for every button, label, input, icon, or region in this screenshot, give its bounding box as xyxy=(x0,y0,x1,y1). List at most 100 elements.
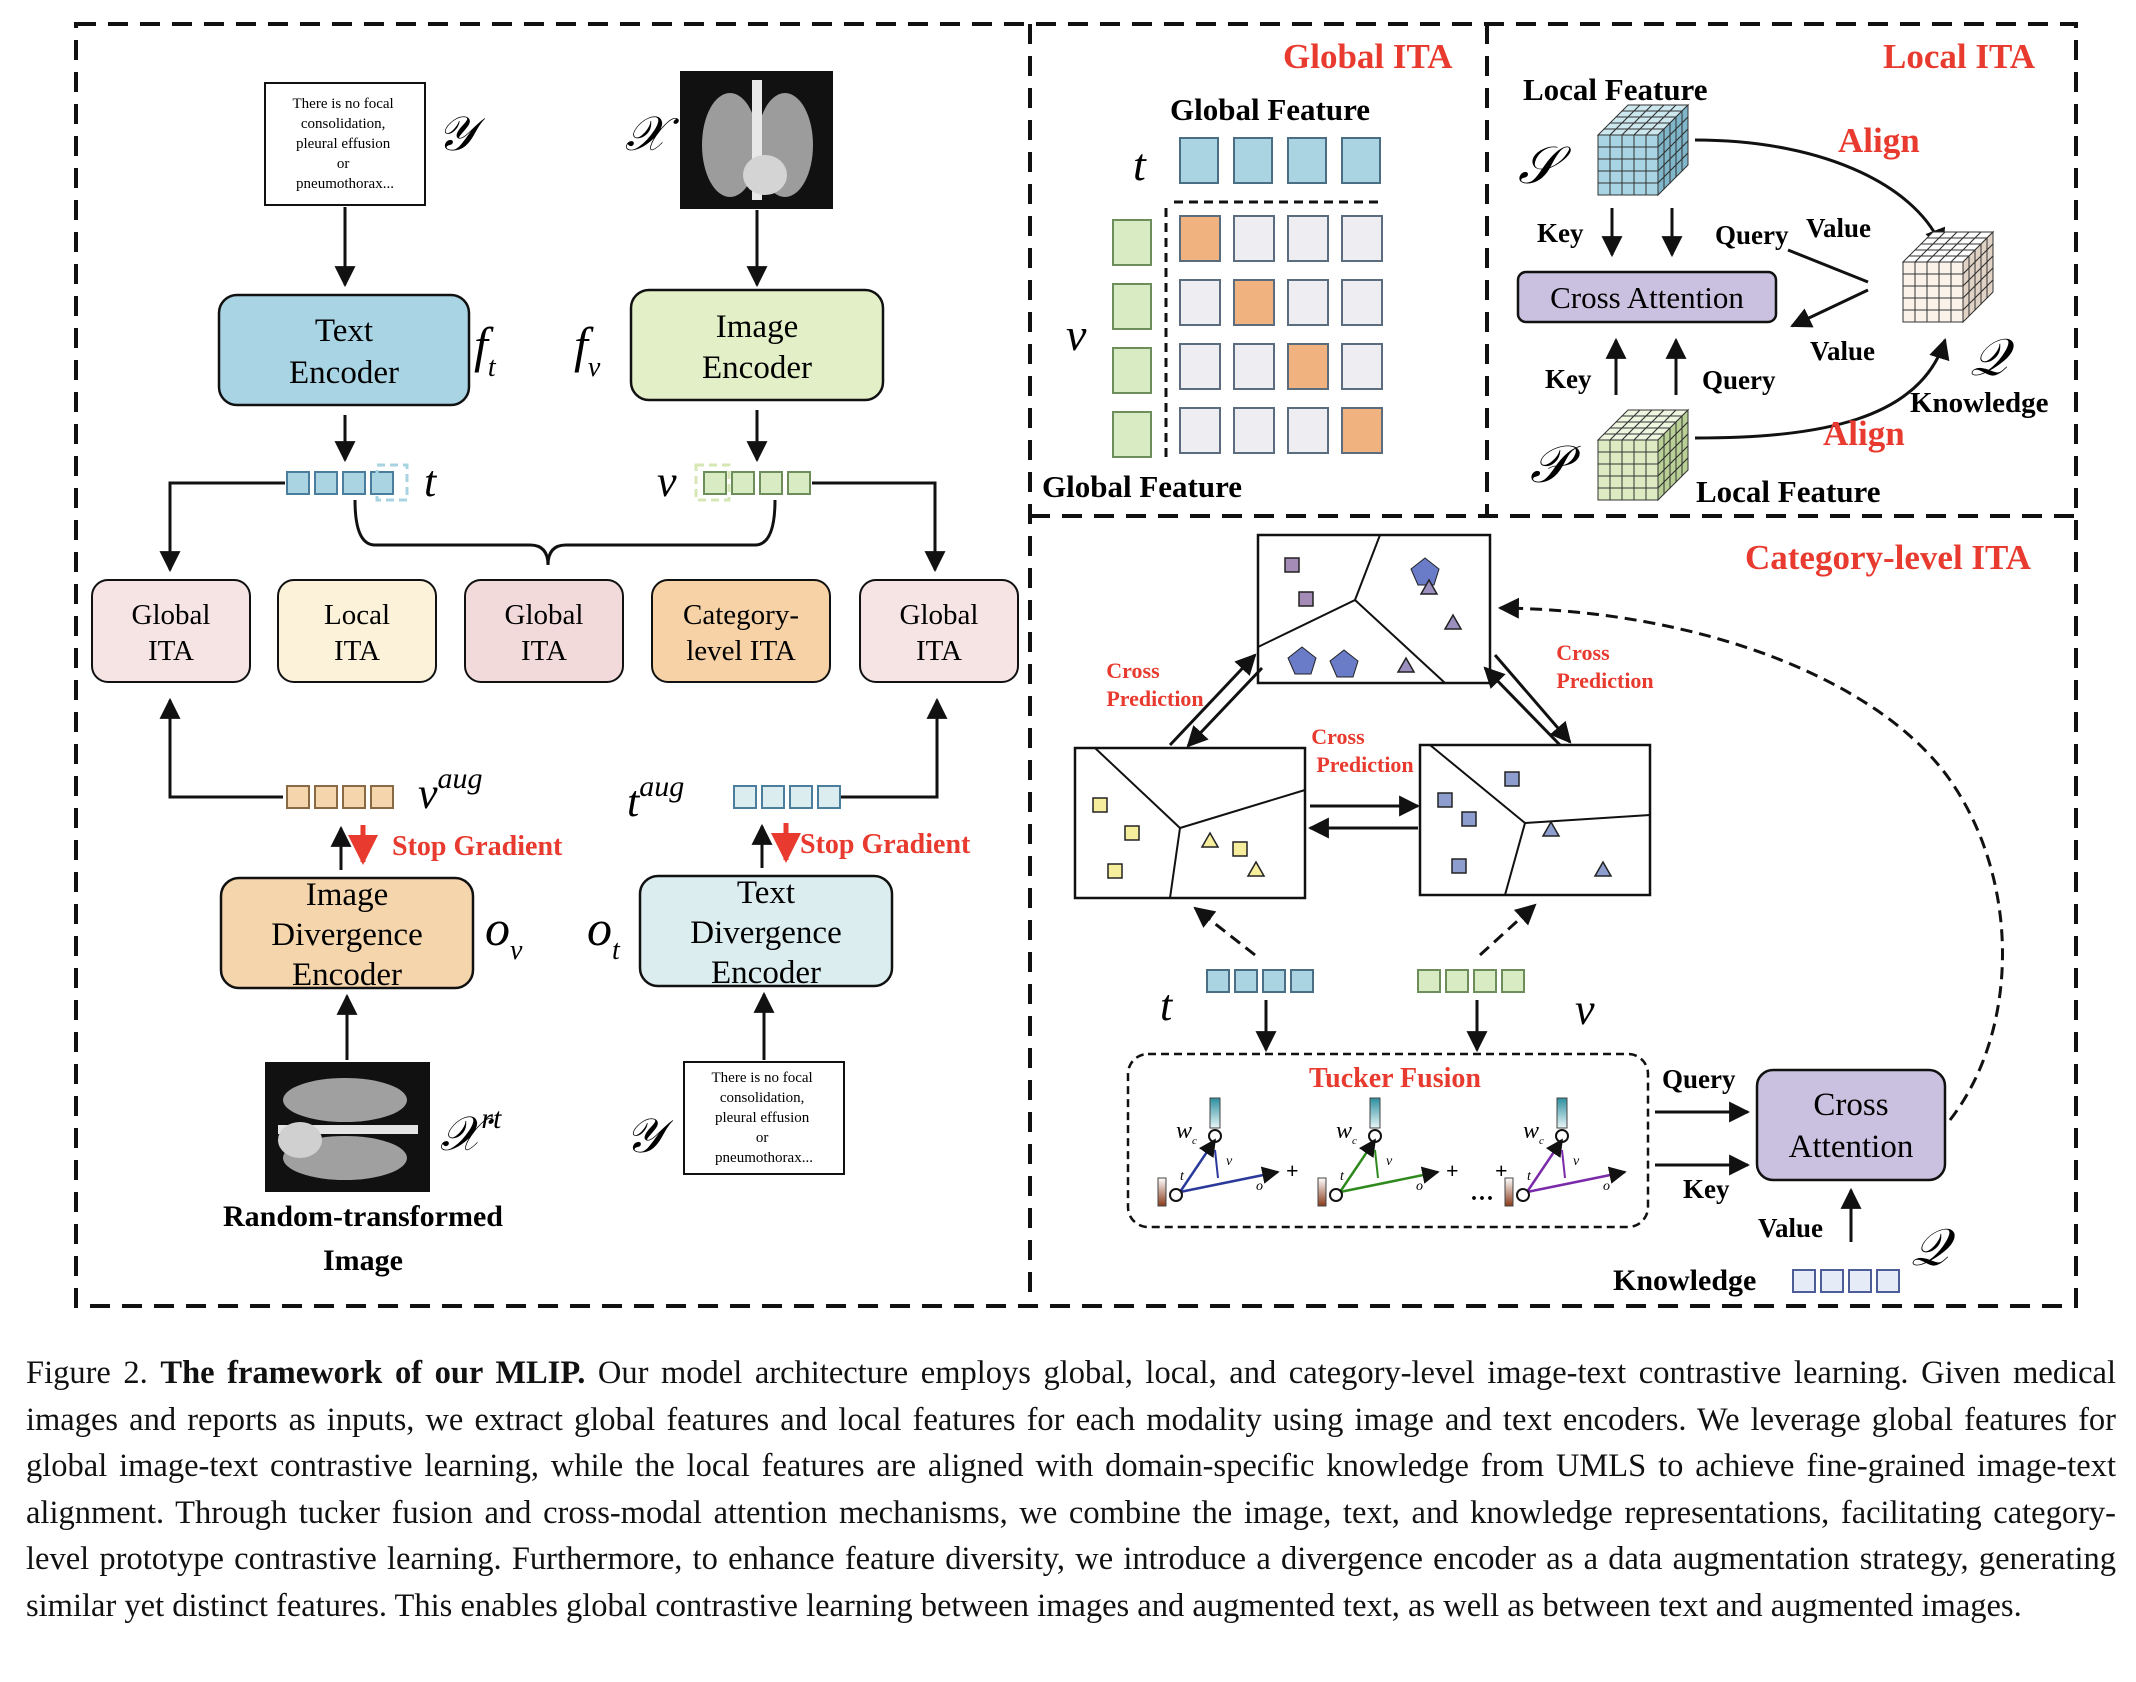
svg-text:···: ··· xyxy=(1470,1186,1494,1212)
local-ita-panel: Local ITA Local Feature 𝒮 Align Key Quer… xyxy=(1516,37,2049,509)
cat-knowledge-label: Knowledge xyxy=(1613,1264,1756,1297)
ita-box-4: Category-level ITA xyxy=(651,579,831,683)
similarity-cell xyxy=(1179,279,1221,326)
caption-prefix: Figure 2. xyxy=(26,1355,148,1391)
global-t-cells xyxy=(1179,137,1381,184)
similarity-cell xyxy=(1341,343,1383,390)
cat-cross-attention-2: Attention xyxy=(1789,1129,1914,1165)
caption-body: Our model architecture employs global, l… xyxy=(26,1355,2116,1624)
cat-cross-attention xyxy=(1755,1068,1947,1182)
local-feature-s-cube xyxy=(1596,103,1690,197)
sym-s: 𝒮 xyxy=(1518,138,1572,195)
svg-text:wc: wc xyxy=(1523,1118,1544,1147)
figure-caption: Figure 2. The framework of our MLIP. Our… xyxy=(26,1350,2116,1629)
align-bottom: Align xyxy=(1823,414,1905,453)
image-encoder-label-2: Encoder xyxy=(702,350,812,386)
cat-sym-q: 𝒬 xyxy=(1911,1220,1956,1277)
sym-q-local: 𝒬 xyxy=(1970,330,2015,387)
global-feature-bottom: Global Feature xyxy=(1042,469,1242,504)
t-feature-vector xyxy=(286,463,409,502)
prototype-box-right xyxy=(1418,743,1652,897)
text-input-content-bottom: There is no focal consolidation, pleural… xyxy=(712,1070,817,1166)
svg-text:o: o xyxy=(1416,1179,1423,1194)
v-feature-vector xyxy=(694,463,811,502)
o-t-label: ot xyxy=(587,900,621,966)
local-feature-bottom: Local Feature xyxy=(1696,474,1881,509)
knowledge-local: Knowledge xyxy=(1910,387,2049,419)
global-v-cells xyxy=(1112,219,1152,458)
sym-xrt: 𝒳rt xyxy=(440,1102,502,1161)
t-aug-label: taug xyxy=(627,770,684,826)
svg-text:o: o xyxy=(1256,1179,1263,1194)
text-input-doc-bottom xyxy=(683,1061,845,1175)
text-divergence-encoder xyxy=(638,874,894,988)
svg-text:+: + xyxy=(1495,1158,1508,1183)
svg-text:+: + xyxy=(1446,1158,1459,1183)
chest-xray-image xyxy=(680,71,833,209)
global-ita-panel: Global ITA Global Feature t v Global Fea… xyxy=(1042,37,1453,504)
sym-y-bottom: 𝒴 xyxy=(625,1110,674,1163)
image-encoder-label-1: Image xyxy=(716,309,798,345)
sym-p: 𝒫 xyxy=(1530,437,1581,494)
cat-v-vector xyxy=(1417,969,1525,993)
svg-text:t: t xyxy=(1180,1169,1185,1184)
align-top: Align xyxy=(1838,121,1920,160)
prototype-box-top xyxy=(1256,533,1492,685)
similarity-cell xyxy=(1341,215,1383,262)
local-ita-title: Local ITA xyxy=(1883,37,2036,76)
global-feature-top: Global Feature xyxy=(1170,92,1370,127)
category-ita-title: Category-level ITA xyxy=(1745,538,2032,577)
t-label: t xyxy=(424,457,438,506)
cat-t-vector xyxy=(1206,969,1314,993)
similarity-cell xyxy=(1179,343,1221,390)
svg-text:v: v xyxy=(1573,1154,1580,1169)
knowledge-q-cube xyxy=(1901,230,1995,324)
sym-x: 𝒳 xyxy=(625,108,680,161)
category-ita-panel: Category-level ITA xyxy=(1073,533,2032,1297)
text-input-doc xyxy=(264,82,426,206)
image-encoder xyxy=(629,288,885,402)
frames xyxy=(74,22,2078,1308)
random-transformed-xray xyxy=(265,1062,430,1192)
svg-text:o: o xyxy=(1603,1179,1610,1194)
left-panel: There is no focal consolidation, pleural… xyxy=(91,71,1019,1277)
text-encoder-label-1: Text xyxy=(315,313,373,349)
similarity-cell xyxy=(1233,279,1275,326)
cat-value-label: Value xyxy=(1758,1213,1823,1243)
similarity-cell xyxy=(1233,215,1275,262)
similarity-cell xyxy=(1287,343,1329,390)
text-input-content: There is no focal consolidation, pleural… xyxy=(293,96,398,192)
similarity-cell xyxy=(1233,407,1275,454)
key-bottom: Key xyxy=(1545,364,1592,394)
caption-title: The framework of our MLIP. xyxy=(160,1355,586,1391)
svg-text:t: t xyxy=(1340,1169,1345,1184)
sym-y: 𝒴 xyxy=(437,108,486,161)
stop-gradient-left: Stop Gradient xyxy=(392,831,563,862)
tucker-fusion-box xyxy=(1126,1052,1650,1229)
similarity-cell xyxy=(1341,279,1383,326)
global-t-label: t xyxy=(1133,139,1147,190)
text-encoder-label-2: Encoder xyxy=(289,355,399,391)
cat-cross-attention-1: Cross xyxy=(1813,1087,1888,1123)
global-similarity-matrix xyxy=(1179,215,1383,454)
similarity-cell xyxy=(1287,407,1329,454)
f-v-label: fv xyxy=(574,317,601,383)
v-aug-vector xyxy=(286,785,394,809)
tucker-fusion-label: Tucker Fusion xyxy=(1309,1063,1481,1094)
o-v-label: ov xyxy=(485,900,523,966)
